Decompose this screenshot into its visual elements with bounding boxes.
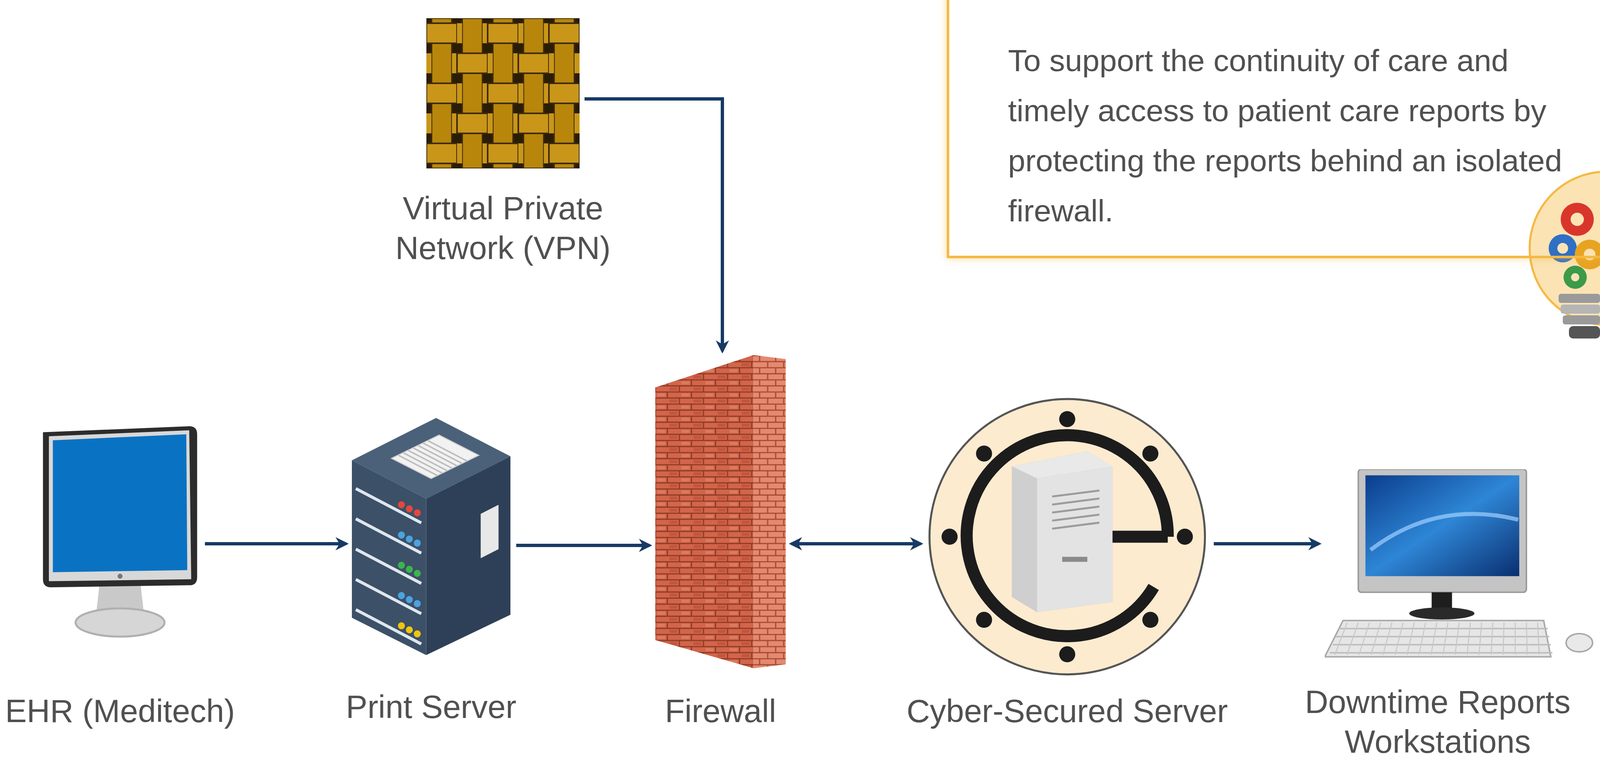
print-server-node: Print Server	[351, 418, 511, 656]
workstation-node: Downtime Reports Workstations	[1324, 469, 1595, 662]
callout-text: To support the continuity of care and ti…	[1008, 35, 1592, 236]
firewall-icon	[655, 355, 786, 669]
node-label: Firewall	[664, 691, 777, 732]
print-server-icon	[351, 418, 511, 656]
flow-arrow	[1213, 542, 1319, 546]
node-label: Downtime Reports Workstations	[1280, 682, 1596, 761]
node-label: EHR (Meditech)	[5, 691, 236, 732]
monitor-icon	[40, 426, 200, 643]
ehr-node: EHR (Meditech)	[40, 426, 200, 643]
flow-arrow	[791, 542, 921, 546]
idea-bulb	[1527, 169, 1600, 365]
cyber-server-node: Cyber-Secured Server	[926, 396, 1208, 678]
vpn-weave-icon	[426, 18, 580, 169]
flow-arrow	[516, 543, 650, 548]
flow-arrow	[584, 98, 723, 352]
vpn-node: Virtual Private Network (VPN)	[426, 18, 580, 169]
node-label: Cyber-Secured Server	[906, 691, 1228, 732]
firewall-node: Firewall	[655, 355, 786, 669]
workstation-icon	[1324, 469, 1595, 662]
goal-callout: To support the continuity of care and ti…	[946, 0, 1600, 259]
node-label: Virtual Private Network (VPN)	[374, 188, 632, 268]
node-label: Print Server	[346, 687, 517, 727]
flow-arrow	[204, 542, 347, 546]
cyber-server-icon	[926, 396, 1208, 678]
